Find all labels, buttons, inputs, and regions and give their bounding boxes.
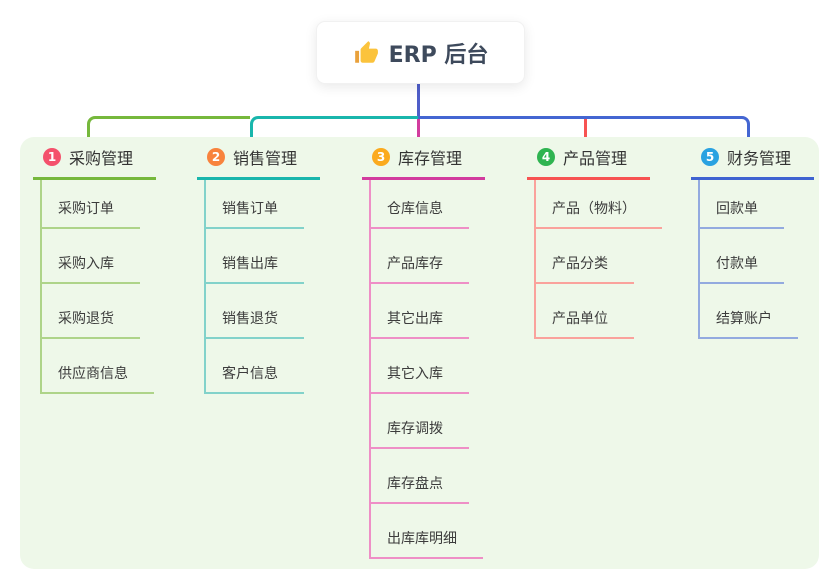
branch-spine [204,180,206,394]
branch-spine [40,180,42,394]
child-item: 回款单 [698,199,784,229]
branch-title: 财务管理 [727,149,792,168]
child-item: 库存盘点 [369,474,469,504]
child-item: 库存调拨 [369,419,469,449]
child-item: 供应商信息 [40,364,154,394]
child-item: 销售订单 [204,199,304,229]
branch-title: 销售管理 [233,149,298,168]
connector-branch-1 [87,116,250,148]
child-item: 结算账户 [698,309,798,339]
connector-branch-5 [418,116,750,148]
thumbs-up-icon [353,40,379,66]
branch-number-badge: 3 [372,148,390,166]
child-item: 客户信息 [204,364,304,394]
branch-header-1: 1 采购管理 [33,146,156,180]
branch-number-badge: 1 [43,148,61,166]
connector-branch-2 [250,116,418,148]
branch-header-3: 3 库存管理 [362,146,485,180]
branch-spine [369,180,371,559]
branches-panel [20,137,819,569]
child-item: 产品单位 [534,309,634,339]
child-item: 出库库明细 [369,529,483,559]
branch-header-5: 5 财务管理 [691,146,814,180]
branch-title: 库存管理 [398,149,463,168]
child-item: 采购订单 [40,199,140,229]
child-item: 产品（物料） [534,199,662,229]
branch-number-badge: 2 [207,148,225,166]
child-item: 其它入库 [369,364,469,394]
branch-spine [698,180,700,339]
root-node-erp: ERP 后台 [316,21,525,84]
child-item: 产品库存 [369,254,469,284]
branch-header-2: 2 销售管理 [197,146,320,180]
child-item: 仓库信息 [369,199,469,229]
branch-title: 采购管理 [69,149,134,168]
connector-branch-3 [417,119,420,148]
child-item: 其它出库 [369,309,469,339]
root-title: ERP 后台 [388,42,489,68]
branch-number-badge: 4 [537,148,555,166]
branch-header-4: 4 产品管理 [527,146,650,180]
child-item: 付款单 [698,254,784,284]
child-item: 采购入库 [40,254,140,284]
branch-title: 产品管理 [563,149,628,168]
connector-trunk [417,82,420,118]
child-item: 产品分类 [534,254,634,284]
branch-spine [534,180,536,339]
child-item: 销售出库 [204,254,304,284]
branch-number-badge: 5 [701,148,719,166]
connector-branch-4 [584,119,587,148]
child-item: 采购退货 [40,309,140,339]
child-item: 销售退货 [204,309,304,339]
